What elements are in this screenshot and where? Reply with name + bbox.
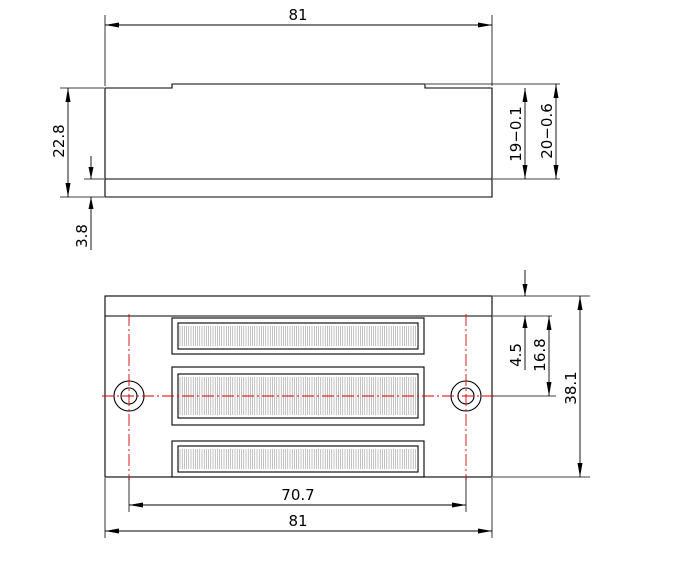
top-length-dimension: 81	[104, 478, 493, 538]
slot-bottom	[171, 440, 425, 478]
offset-dimension: 4.5	[493, 270, 552, 370]
slot-bottom-ribs	[179, 449, 418, 469]
top-view: 70.7 81 4.5 16.8	[102, 270, 590, 538]
hole-pitch-label: 70.7	[281, 486, 314, 504]
center-to-edge-label: 16.8	[531, 338, 549, 371]
hole-pitch-dimension: 70.7	[128, 478, 467, 512]
side-length-label: 81	[288, 6, 307, 24]
side-height-dimension: 22.8	[50, 87, 104, 198]
side-view-body-outline	[104, 83, 493, 198]
side-height-label: 22.8	[50, 124, 68, 157]
side-length-dimension: 81	[104, 6, 493, 86]
side-tolerance-label-1: 19−0.1	[507, 106, 525, 162]
width-label: 38.1	[562, 371, 580, 404]
side-view: 81 22.8 3.8 19−0.1	[50, 6, 560, 250]
top-length-label: 81	[288, 512, 307, 530]
slot-top-ribs	[179, 326, 418, 346]
center-to-edge-dimension: 16.8	[493, 316, 556, 397]
side-base-label: 3.8	[73, 224, 91, 248]
width-dimension: 38.1	[493, 295, 590, 478]
side-base-dimension: 3.8	[73, 156, 104, 250]
offset-label: 4.5	[507, 343, 525, 367]
slot-top	[171, 317, 425, 355]
side-tolerance-dimension-1: 19−0.1	[493, 88, 560, 180]
side-tolerance-dimension-2: 20−0.6	[426, 83, 560, 179]
side-tolerance-label-2: 20−0.6	[538, 103, 556, 159]
